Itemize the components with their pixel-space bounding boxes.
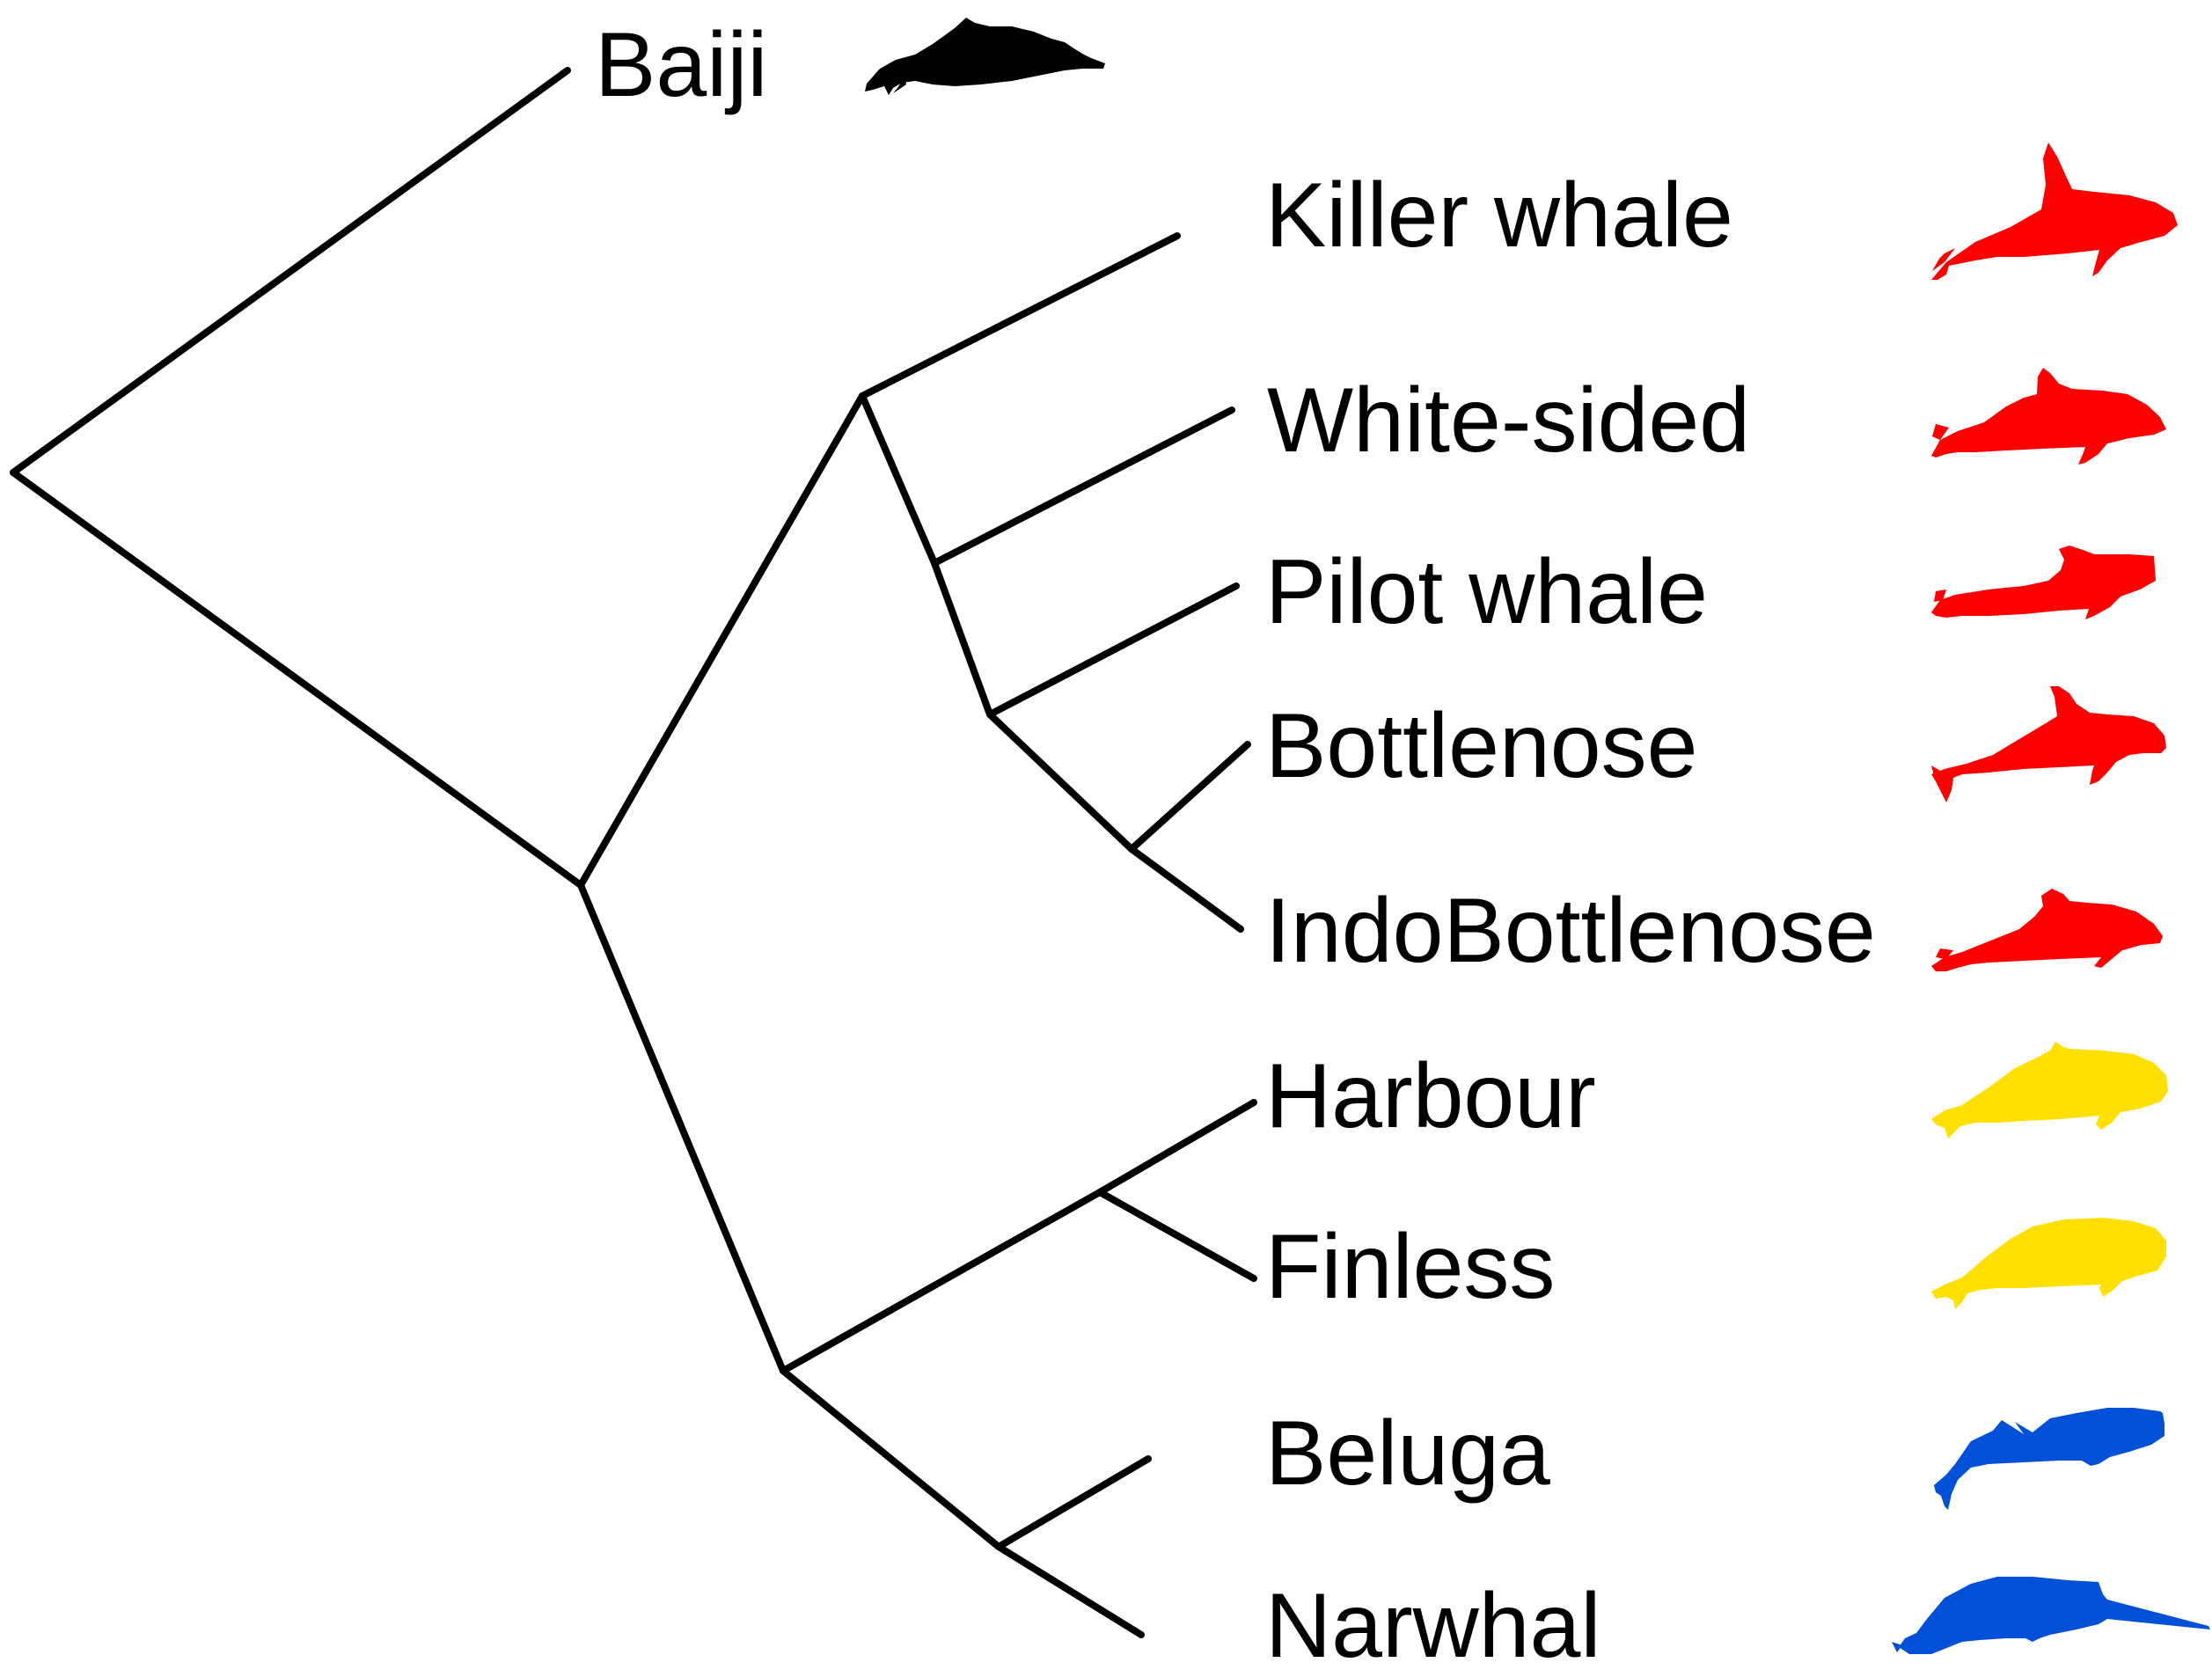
taxon-label-killer-whale: Killer whale [1265,170,1733,261]
finless-porpoise-silhouette [1931,1218,2166,1309]
pilot-whale-silhouette [1931,546,2156,619]
narwhal-silhouette [1892,1577,2210,1654]
branch-crown-delphinidae [581,396,862,885]
branch-delphinidae-killer-whale [862,236,1177,396]
taxon-label-baiji: Baiji [595,19,768,111]
river-dolphin-silhouette [865,18,1105,95]
branch-crown-porpoise-monodont [581,885,783,1371]
branch-root-baiji [13,70,568,472]
beluga-silhouette [1934,1408,2164,1510]
branch-white-sided [934,410,1232,563]
branch-indobottlenose [1132,849,1241,929]
branch-pilot-whale [990,586,1236,714]
branch-root-crown [13,472,581,885]
branch-beluga [999,1459,1148,1547]
branch-bottlenose-clade [990,714,1132,849]
taxon-label-beluga: Beluga [1265,1408,1550,1499]
taxon-label-indobottlenose: IndoBottlenose [1265,885,1876,977]
tree-branches [13,70,1254,1635]
branch-inner-2 [934,563,990,714]
branch-porpoise-clade [783,1192,1100,1371]
orca-silhouette [1931,143,2178,280]
taxon-label-white-sided: White-sided [1267,375,1750,466]
taxon-label-narwhal: Narwhal [1265,1580,1600,1672]
branch-harbour [1100,1102,1254,1192]
branch-narwhal [999,1547,1141,1635]
porpoise-silhouette [1931,1042,2168,1139]
branch-monodont-clade [783,1371,999,1547]
branch-delphinidae-inner [862,396,934,563]
branch-bottlenose [1132,744,1248,849]
dolphin-silhouette [1931,686,2166,802]
taxon-label-finless: Finless [1265,1221,1555,1313]
taxon-label-pilot-whale: Pilot whale [1265,546,1708,638]
branch-finless [1100,1192,1254,1278]
dolphin-silhouette [1931,889,2163,971]
taxon-label-bottlenose: Bottlenose [1265,700,1697,792]
dolphin-silhouette [1931,368,2166,465]
taxon-label-harbour: Harbour [1265,1051,1596,1142]
